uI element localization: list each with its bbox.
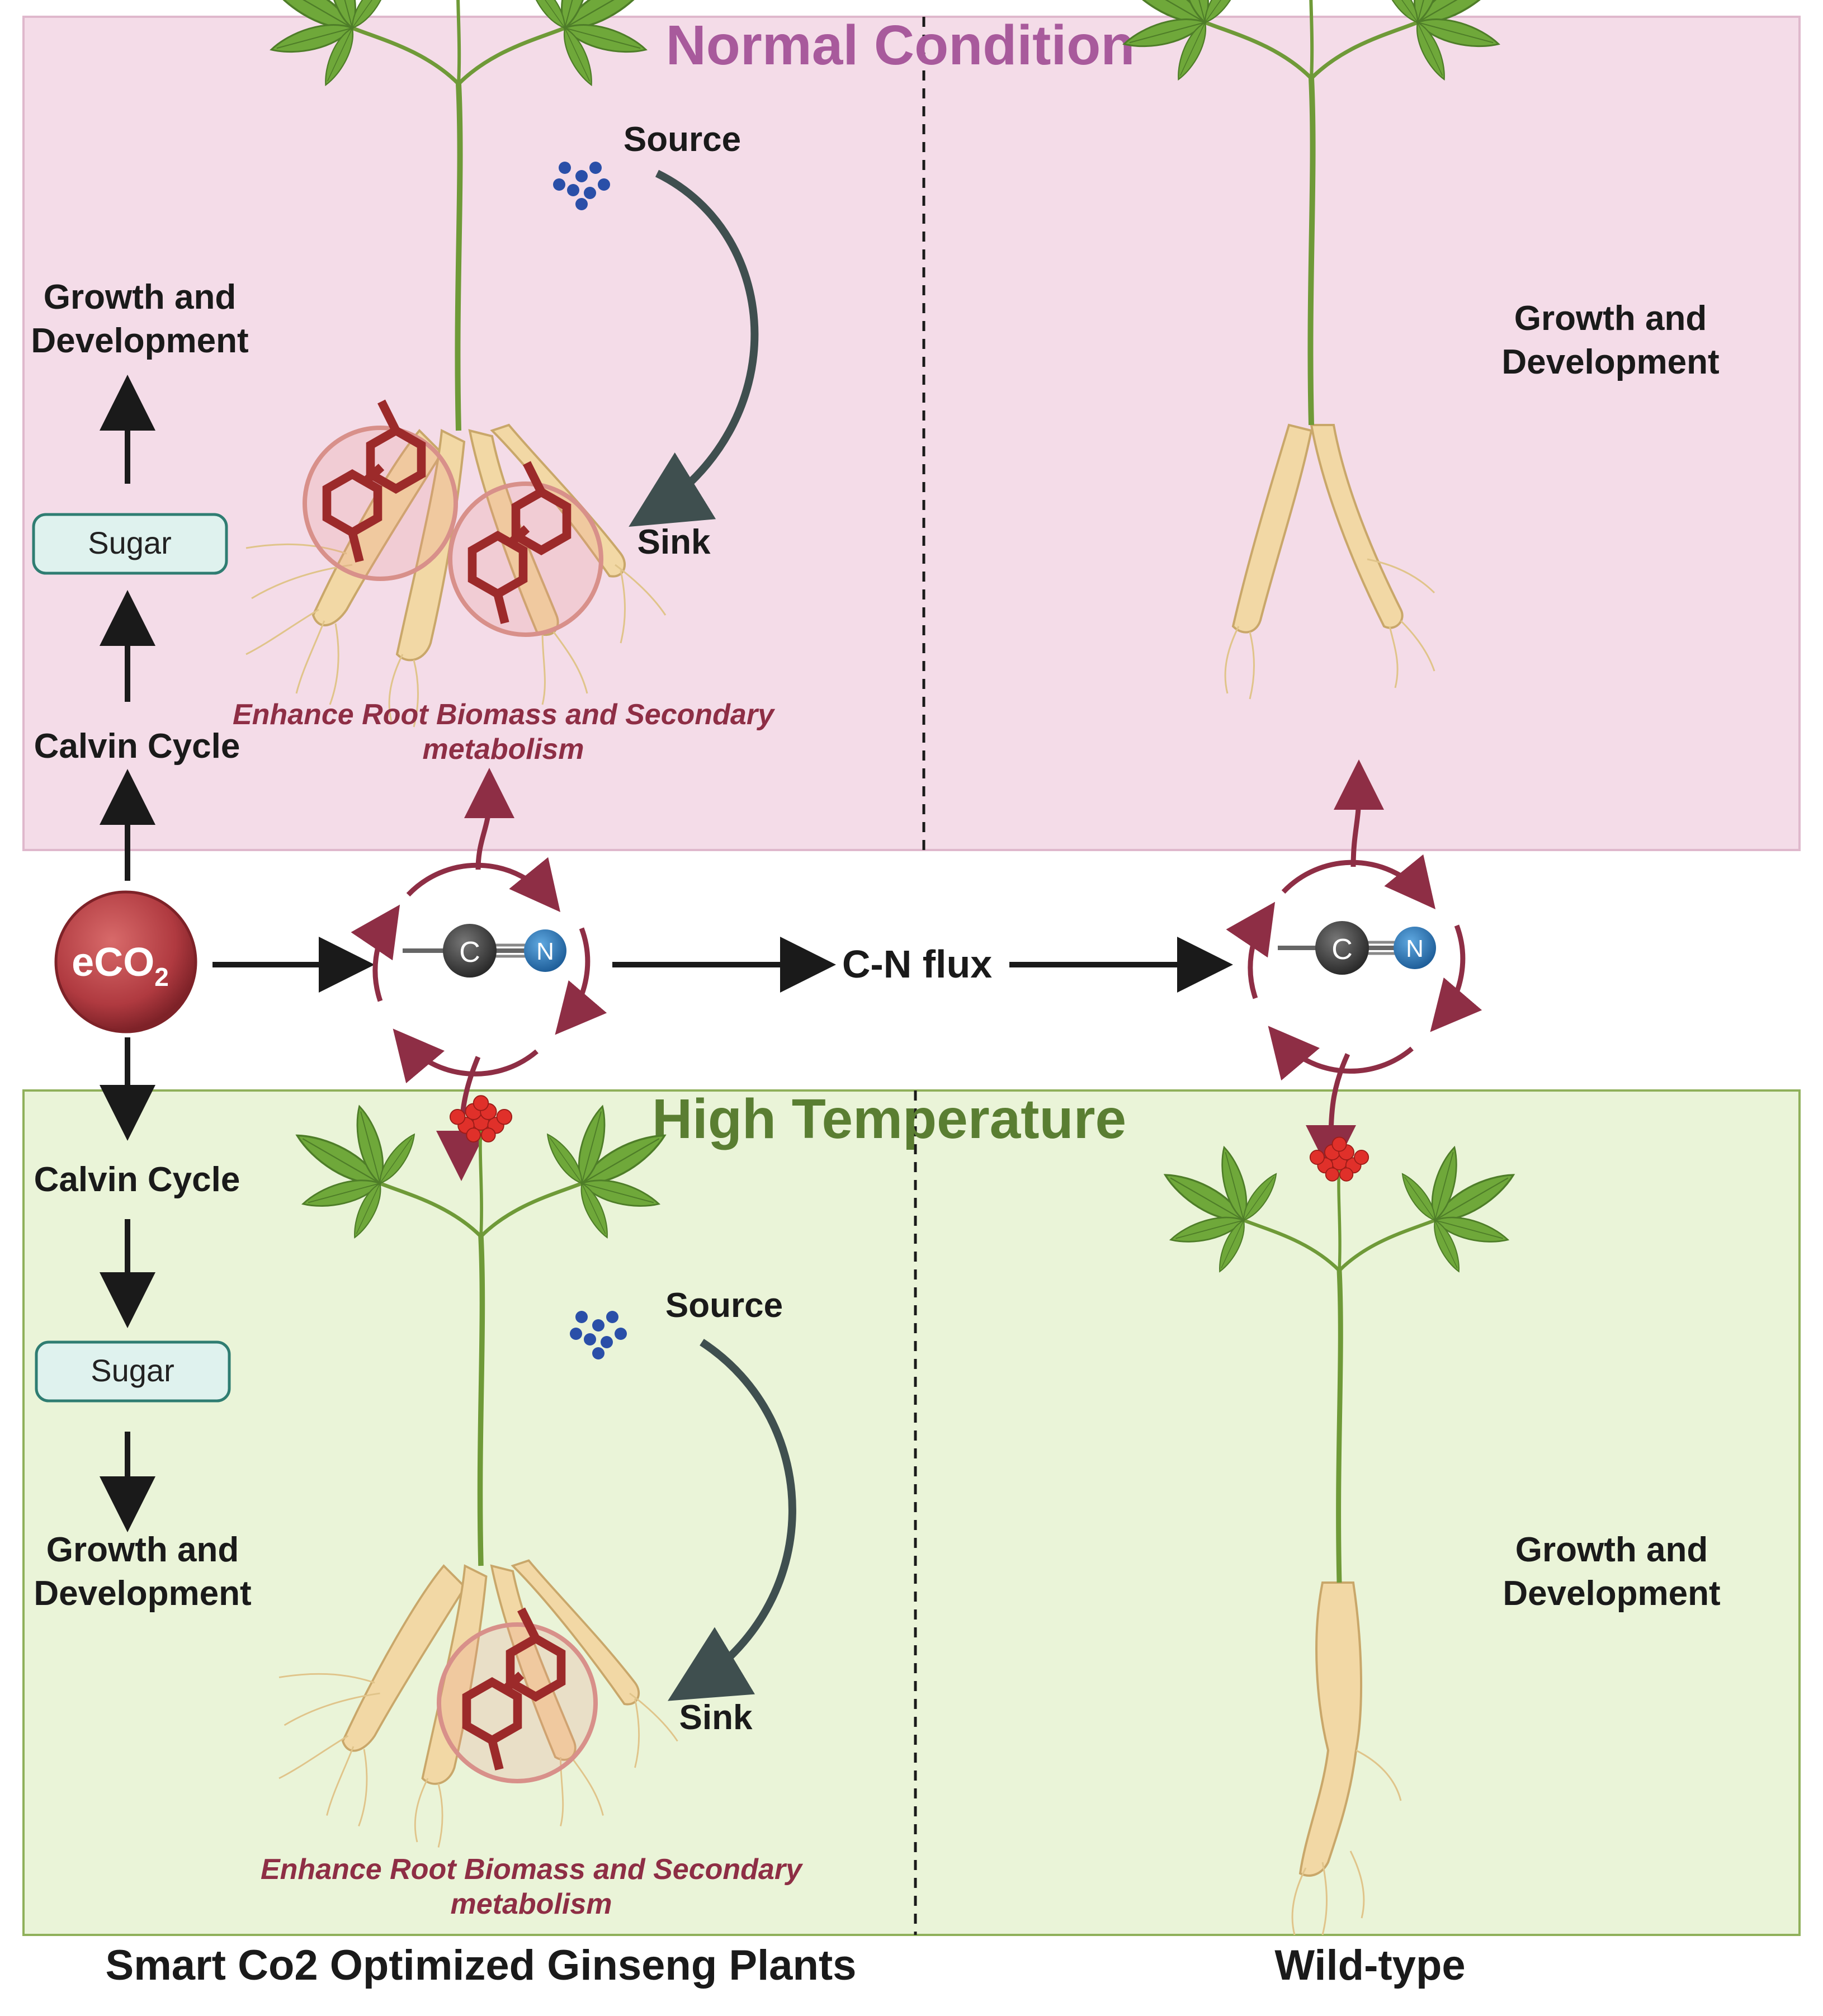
enhance-label: Enhance Root Biomass and Secondary (261, 1853, 804, 1886)
source-label: Source (624, 120, 741, 159)
sugar-dots-icon (570, 1311, 627, 1359)
nitrogen-label: N (536, 938, 554, 965)
source-sink-arrow (629, 169, 759, 527)
growth-label-line2: Development (1503, 1574, 1720, 1613)
growth-label: Growth and (1514, 299, 1707, 338)
enhance-label: Enhance Root Biomass and Secondary (233, 698, 776, 731)
sink-label: Sink (679, 1698, 753, 1737)
sink-label: Sink (637, 523, 711, 561)
cn-flux-label: C-N flux (842, 942, 992, 986)
growth-label: Growth and (44, 278, 236, 317)
cn-molecule-icon: C N (403, 924, 566, 978)
normal-condition-panel (22, 16, 1801, 851)
growth-label-line2: Development (31, 322, 248, 360)
smart-plant-caption: Smart Co2 Optimized Ginseng Plants (106, 1942, 857, 1989)
growth-label-line2: Development (1501, 343, 1719, 381)
source-sink-arrow (668, 1339, 796, 1701)
calvin-label: Calvin Cycle (34, 1160, 240, 1199)
high-temperature-title: High Temperature (652, 1088, 1126, 1150)
cycle-up-arrow (1334, 759, 1384, 867)
source-label: Source (665, 1286, 783, 1325)
sugar-label: Sugar (91, 1353, 174, 1388)
calvin-label: Calvin Cycle (34, 727, 240, 766)
cn-molecule-icon: C N (1278, 921, 1436, 975)
high-temperature-panel (22, 1089, 1801, 1936)
normal-condition-title: Normal Condition (666, 14, 1135, 77)
growth-label: Growth and (1515, 1531, 1708, 1569)
wild-type-caption: Wild-type (1274, 1942, 1465, 1989)
carbon-label: C (459, 936, 480, 969)
nitrogen-label: N (1406, 935, 1424, 962)
enhance-label-line2: metabolism (423, 733, 584, 766)
cycle-icon (351, 857, 607, 1084)
growth-label-line2: Development (34, 1574, 251, 1613)
sugar-label: Sugar (88, 525, 171, 560)
enhance-label-line2: metabolism (451, 1888, 612, 1920)
cycle-up-arrow (464, 768, 514, 870)
sugar-dots-icon (553, 162, 610, 210)
eco2-icon (54, 890, 197, 1033)
eco2-label: eCO2 (72, 940, 169, 992)
cycle-down-arrow (436, 1056, 487, 1181)
sugar-box (32, 513, 228, 575)
growth-label: Growth and (46, 1531, 239, 1569)
carbon-label: C (1331, 933, 1353, 966)
sugar-box (35, 1340, 231, 1403)
cycle-down-arrow (1306, 1053, 1356, 1175)
